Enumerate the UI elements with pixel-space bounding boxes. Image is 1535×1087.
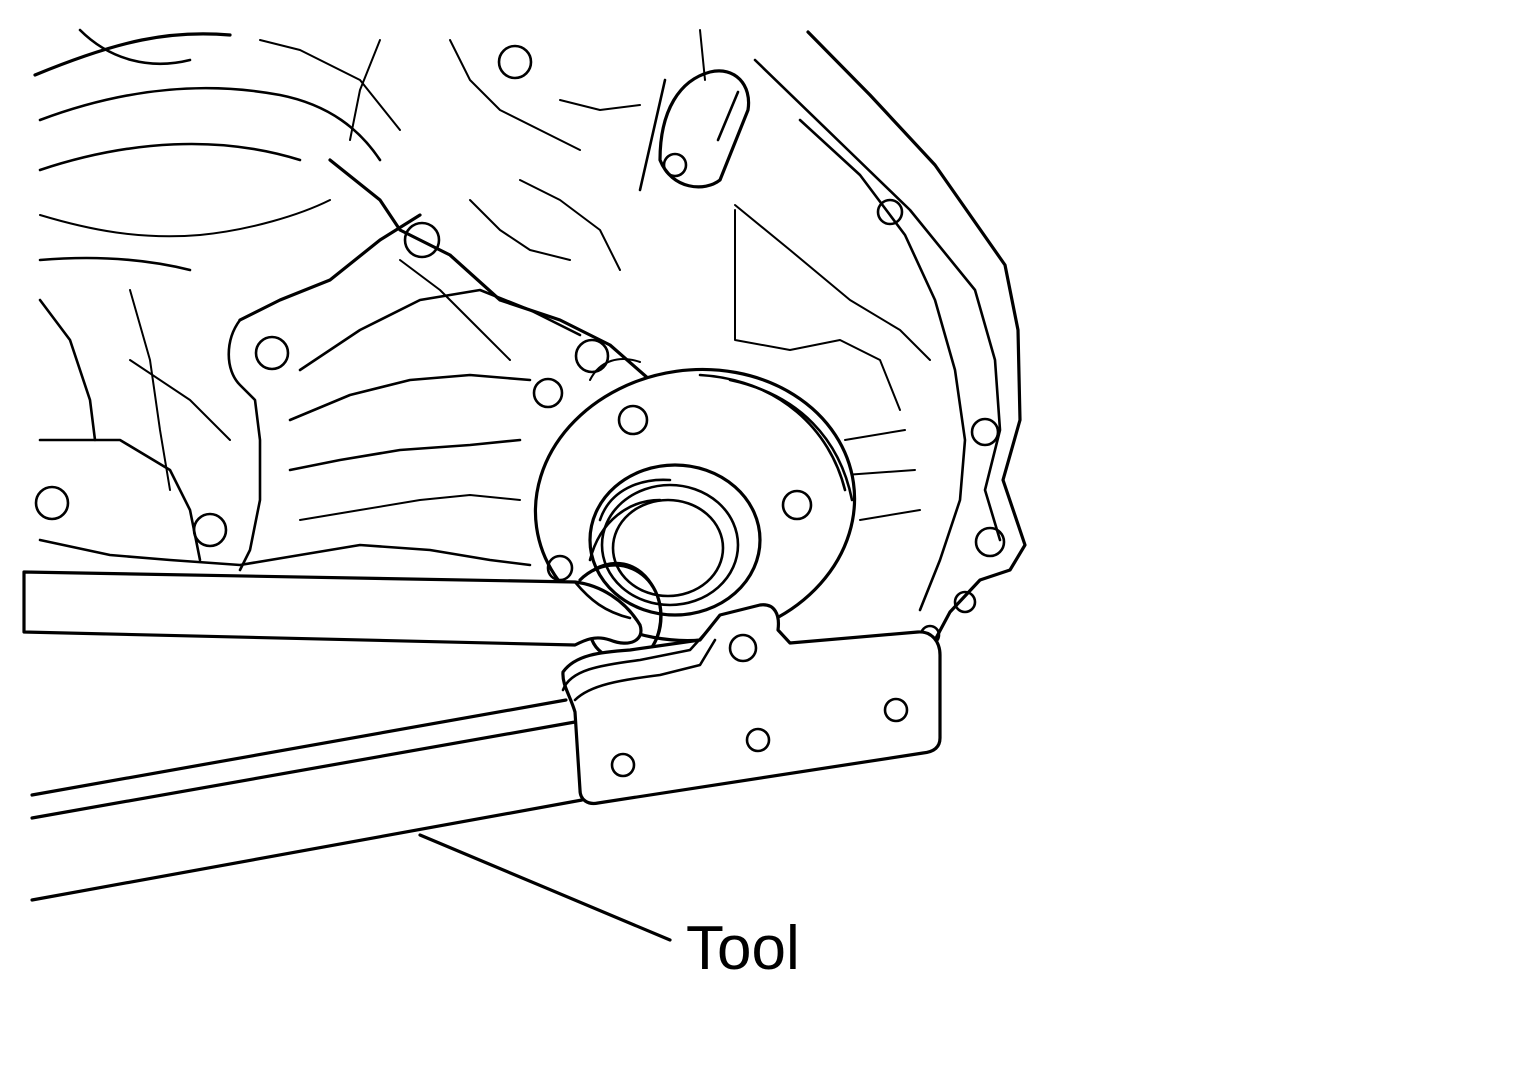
transmission-case	[33, 28, 1027, 646]
tool-bracket	[30, 603, 942, 902]
seal-housing	[533, 367, 857, 662]
callout-label-tool: Tool	[686, 914, 800, 983]
tool-lever	[22, 570, 643, 647]
callout-leader-line	[418, 833, 672, 942]
